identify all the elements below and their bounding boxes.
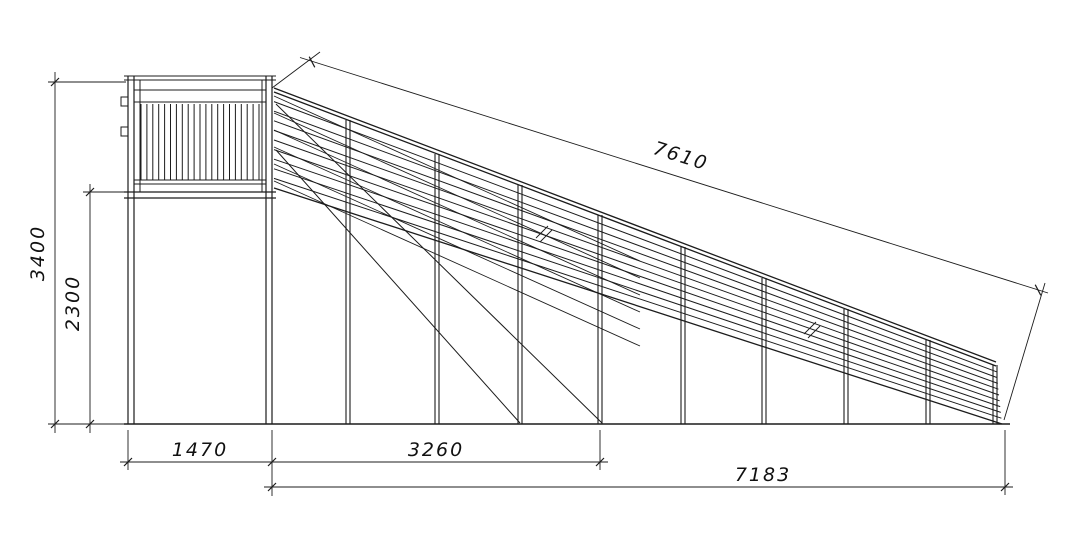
support-posts xyxy=(345,120,998,424)
dim-total-height: 3400 xyxy=(27,72,126,433)
dim-base-run-label: 7183 xyxy=(735,464,791,486)
dim-base-run: 7183 xyxy=(264,430,1013,495)
band-break-marks xyxy=(535,225,821,339)
dim-slope-length-label: 7610 xyxy=(651,137,711,175)
dim-bottom-row-1: 1470 3260 xyxy=(120,430,608,496)
far-side-slats xyxy=(273,95,641,347)
tower-structure xyxy=(120,75,276,424)
dim-slope-length: 7610 xyxy=(271,51,1049,421)
dim-mid-span-label: 3260 xyxy=(408,439,464,461)
dim-total-height-label: 3400 xyxy=(27,225,49,281)
dim-tower-width-label: 1470 xyxy=(172,439,228,461)
dim-deck-height: 2300 xyxy=(62,184,126,433)
slide-slats xyxy=(273,87,1003,425)
dim-deck-height-label: 2300 xyxy=(62,275,84,331)
